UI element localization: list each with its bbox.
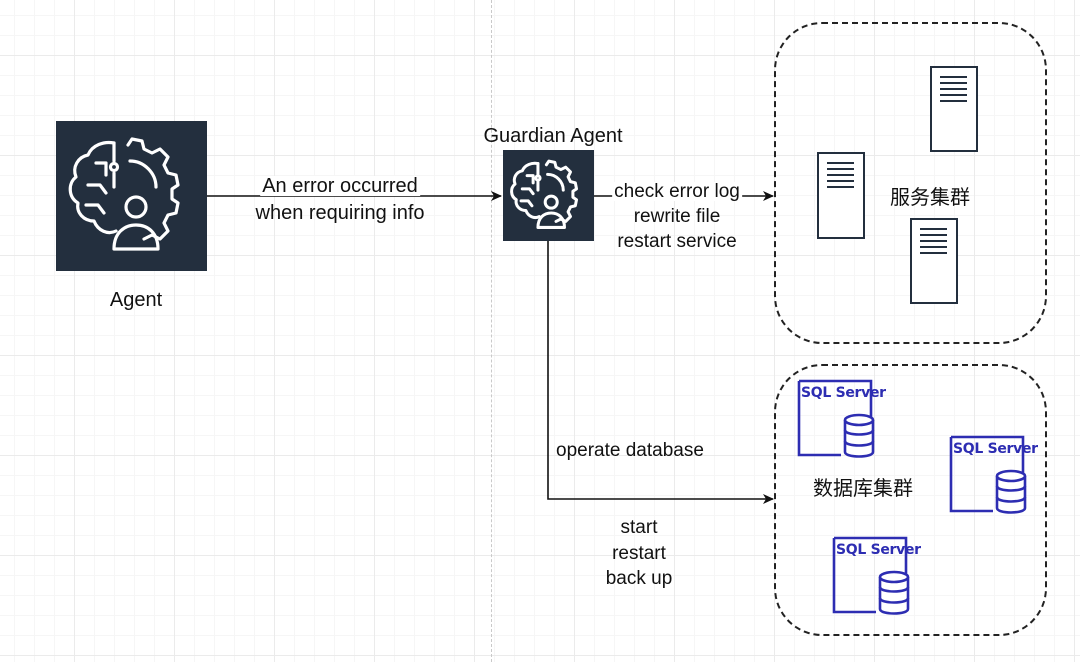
- sql-server-icon: [949, 435, 1027, 514]
- sql-server-node[interactable]: SQL Server: [830, 535, 921, 615]
- edge-label-restart: restart: [612, 543, 666, 564]
- agent-node[interactable]: [56, 121, 207, 271]
- service-cluster-container[interactable]: [774, 22, 1047, 344]
- server-icon: [910, 218, 958, 304]
- sql-server-icon: [832, 536, 910, 615]
- edge-label-operate-database: operate database: [556, 440, 704, 461]
- sql-server-icon: [797, 379, 875, 458]
- edge-label-error-occurred: An error occurred: [260, 175, 420, 197]
- guardian-agent-label: Guardian Agent: [483, 125, 623, 147]
- edge-label-requiring-info: when requiring info: [255, 202, 425, 224]
- server-icon: [930, 66, 978, 152]
- edge-label-restart-service: restart service: [617, 231, 737, 252]
- service-cluster-label: 服务集群: [890, 185, 970, 209]
- agent-label: Agent: [109, 289, 163, 311]
- sql-server-node[interactable]: SQL Server: [795, 378, 886, 458]
- database-cluster-label: 数据库集群: [813, 476, 913, 500]
- guardian-agent-node[interactable]: [503, 150, 594, 241]
- sql-server-label: SQL Server: [836, 542, 921, 558]
- sql-server-node[interactable]: SQL Server: [947, 434, 1038, 514]
- brain-gear-user-icon: [68, 137, 180, 251]
- database-cluster-container[interactable]: [774, 364, 1047, 636]
- edge-label-start: start: [620, 517, 658, 538]
- server-icon: [817, 152, 865, 239]
- canvas-guide-line: [491, 0, 492, 662]
- edge-label-rewrite-file: rewrite file: [633, 206, 721, 227]
- edge-label-check-error-log: check error log: [612, 181, 742, 202]
- edge-guardian-to-database[interactable]: [547, 241, 774, 504]
- sql-server-label: SQL Server: [801, 385, 886, 401]
- sql-server-label: SQL Server: [953, 441, 1038, 457]
- edge-label-back-up: back up: [605, 568, 673, 589]
- brain-gear-user-icon: [510, 159, 579, 229]
